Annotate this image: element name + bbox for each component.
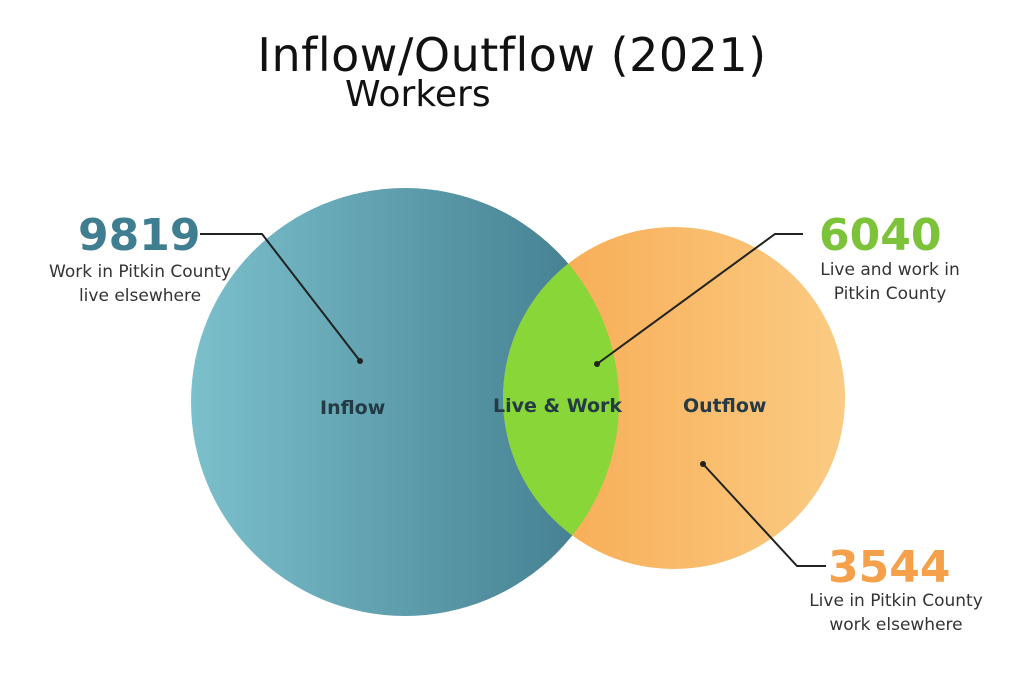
chart-subtitle: Workers	[345, 74, 491, 115]
outflow-leader-line	[702, 463, 826, 567]
outflow-label: Outflow	[683, 395, 767, 417]
live-work-leader-line	[596, 233, 803, 365]
inflow-leader-dot	[357, 358, 363, 364]
inflow-leader-line	[200, 233, 361, 362]
inflow-description-line1: Work in Pitkin County	[49, 262, 231, 282]
inflow-label: Inflow	[320, 397, 386, 419]
outflow-description-line1: Live in Pitkin County	[809, 591, 983, 611]
outflow-leader-dot	[700, 461, 706, 467]
inflow-circle	[191, 188, 619, 616]
inflow-value: 9819	[78, 210, 201, 261]
inflow-description-line2: live elsewhere	[78, 286, 202, 306]
live-work-description-line1: Live and work in	[820, 260, 960, 280]
live-work-value: 6040	[819, 210, 942, 261]
outflow-value: 3544	[828, 542, 951, 593]
live-work-label: Live & Work	[493, 395, 623, 417]
chart-title: Inflow/Outflow (2021)	[257, 28, 767, 82]
live-work-leader-dot	[594, 361, 600, 367]
live-work-description-line2: Pitkin County	[833, 284, 947, 304]
outflow-description-line2: work elsewhere	[829, 615, 963, 635]
